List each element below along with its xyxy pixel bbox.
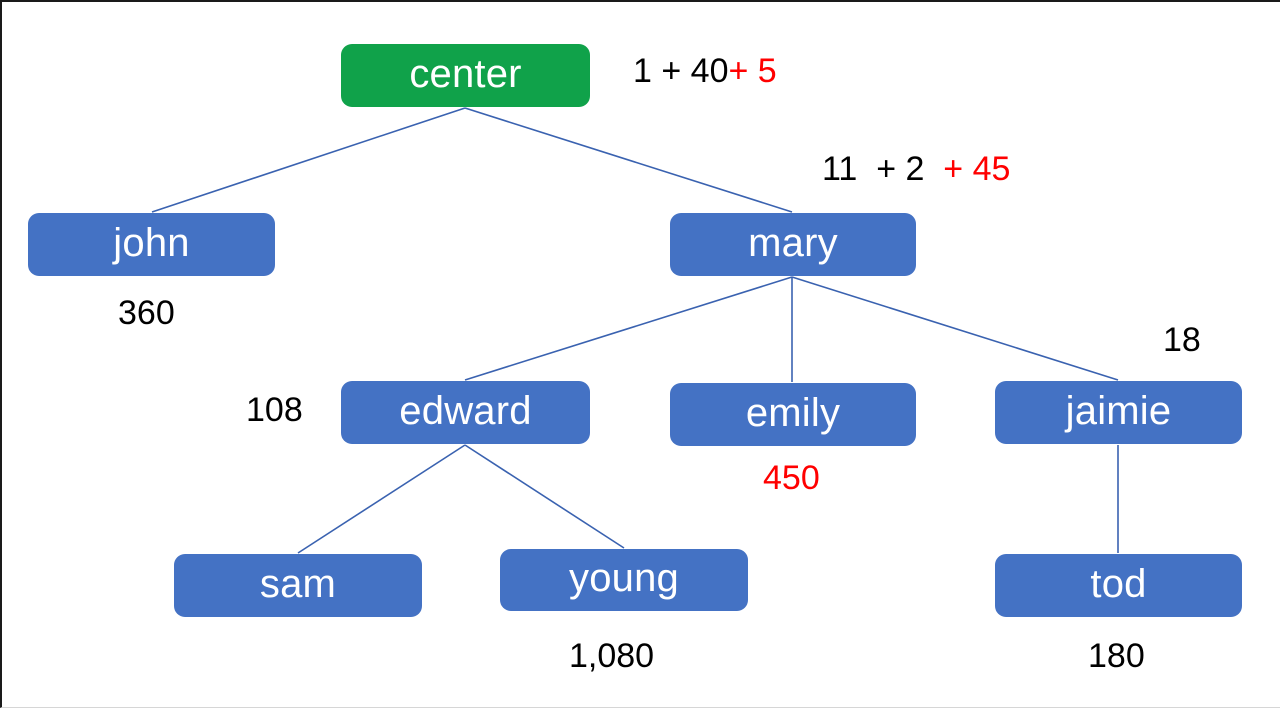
mary-annotation: 11 + 2 + 45: [822, 152, 1010, 186]
edward-annotation: 108: [246, 393, 303, 427]
node-sam[interactable]: sam: [174, 554, 422, 617]
center-annotation: 1 + 40+ 5: [633, 54, 777, 88]
emily-annotation: 450: [763, 461, 820, 495]
edge-center-to-john: [151, 107, 466, 213]
edge-edward-to-young: [464, 444, 625, 549]
edge-edward-to-sam: [297, 444, 466, 554]
node-mary[interactable]: mary: [670, 213, 916, 276]
node-label-jaimie: jaimie: [1065, 388, 1172, 433]
edge-mary-to-jaimie: [791, 276, 1119, 381]
mary-annotation-part-1: + 45: [943, 150, 1011, 188]
node-label-young: young: [569, 556, 679, 600]
young-annotation-part-0: 1,080: [569, 637, 655, 675]
john-annotation: 360: [118, 296, 175, 330]
node-label-center: center: [409, 51, 522, 96]
node-tod[interactable]: tod: [995, 554, 1242, 617]
tod-annotation-part-0: 180: [1088, 637, 1145, 675]
jaimie-annotation: 18: [1163, 323, 1201, 357]
node-label-mary: mary: [748, 220, 838, 265]
john-annotation-part-0: 360: [118, 294, 175, 332]
edward-annotation-part-0: 108: [246, 391, 303, 429]
node-label-tod: tod: [1090, 561, 1147, 606]
node-edward[interactable]: edward: [341, 381, 590, 444]
node-jaimie[interactable]: jaimie: [995, 381, 1242, 444]
edge-mary-to-edward: [464, 276, 793, 381]
node-center[interactable]: center: [341, 44, 590, 107]
young-annotation: 1,080: [569, 639, 654, 673]
center-annotation-part-0: 1 + 40: [633, 52, 729, 90]
node-label-edward: edward: [399, 388, 532, 433]
node-label-emily: emily: [745, 390, 841, 435]
node-john[interactable]: john: [28, 213, 275, 276]
node-label-sam: sam: [259, 561, 337, 606]
emily-annotation-part-0: 450: [763, 459, 820, 497]
jaimie-annotation-part-0: 18: [1163, 321, 1201, 359]
tod-annotation: 180: [1088, 639, 1145, 673]
node-young[interactable]: young: [500, 549, 748, 611]
node-label-john: john: [113, 220, 190, 265]
mary-annotation-part-0: 11 + 2: [822, 150, 944, 188]
center-annotation-part-1: + 5: [728, 52, 777, 90]
edge-center-to-mary: [464, 107, 793, 213]
node-emily[interactable]: emily: [670, 383, 916, 446]
